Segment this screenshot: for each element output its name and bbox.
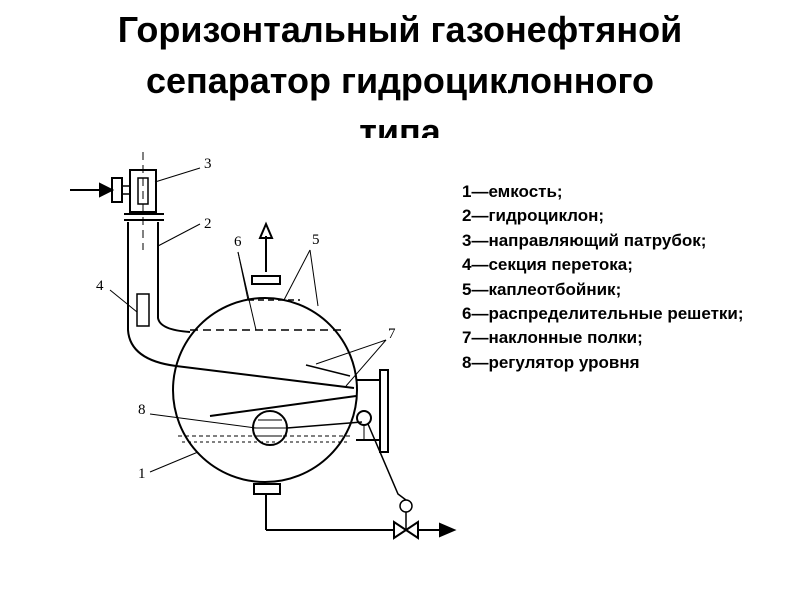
callout-6: 6 (234, 234, 242, 250)
callout-5: 5 (312, 232, 320, 248)
inclined-shelf-2 (209, 395, 357, 417)
flow-section (136, 293, 150, 327)
legend-item-3: 3—направляющий патрубок; (462, 230, 707, 250)
vessel (172, 297, 358, 483)
leader-4 (109, 289, 138, 313)
callout-2: 2 (204, 216, 212, 232)
leader-8 (149, 413, 257, 429)
title-line-1: Горизонтальный газонефтяной (117, 9, 683, 50)
title-line-2: сепаратор гидроциклонного (145, 60, 654, 101)
control-valve (393, 520, 419, 540)
callout-8: 8 (138, 402, 146, 418)
leader-2 (157, 223, 201, 247)
float-pivot (356, 410, 372, 426)
callout-1: 1 (138, 466, 146, 482)
legend-item-2: 2—гидроциклон; (462, 206, 605, 226)
callout-3: 3 (204, 156, 212, 172)
callout-7: 7 (388, 326, 396, 342)
legend-item-1: 1—емкость; (462, 182, 563, 201)
legend-item-5: 5—каплеотбойник; (462, 279, 622, 299)
leader-7b (345, 339, 387, 387)
inlet-arrowhead (99, 182, 115, 198)
legend-item-4: 4—секция перетока; (462, 255, 633, 275)
leader-5a (283, 249, 311, 301)
callout-4: 4 (96, 278, 104, 294)
inlet-flange (111, 177, 123, 203)
slide-title: Горизонтальный газонефтяной сепаратор ги… (0, 0, 800, 138)
leader-5b (309, 249, 319, 307)
legend-item-7: 7—наклонные полки; (462, 328, 643, 348)
legend-item-6: 6—распределительные решетки; (462, 304, 744, 324)
gas-outlet (251, 275, 281, 285)
valve-linkage (367, 423, 407, 501)
leader-3 (154, 167, 201, 183)
inclined-shelf-1 (175, 365, 355, 389)
liquid-outlet (253, 483, 281, 495)
title-container: Горизонтальный газонефтяной сепаратор ги… (0, 0, 800, 138)
legend: 1—емкость; 2—гидроциклон; 3—направляющий… (462, 180, 782, 375)
legend-item-8: 8—регулятор уровня (462, 352, 640, 372)
outlet-arrowhead (439, 522, 457, 538)
leader-6b (237, 251, 257, 331)
hydrocyclone-pipe (127, 222, 177, 367)
leader-7a (315, 339, 387, 365)
leader-1 (149, 451, 199, 473)
title-line-3: типа (359, 111, 441, 138)
